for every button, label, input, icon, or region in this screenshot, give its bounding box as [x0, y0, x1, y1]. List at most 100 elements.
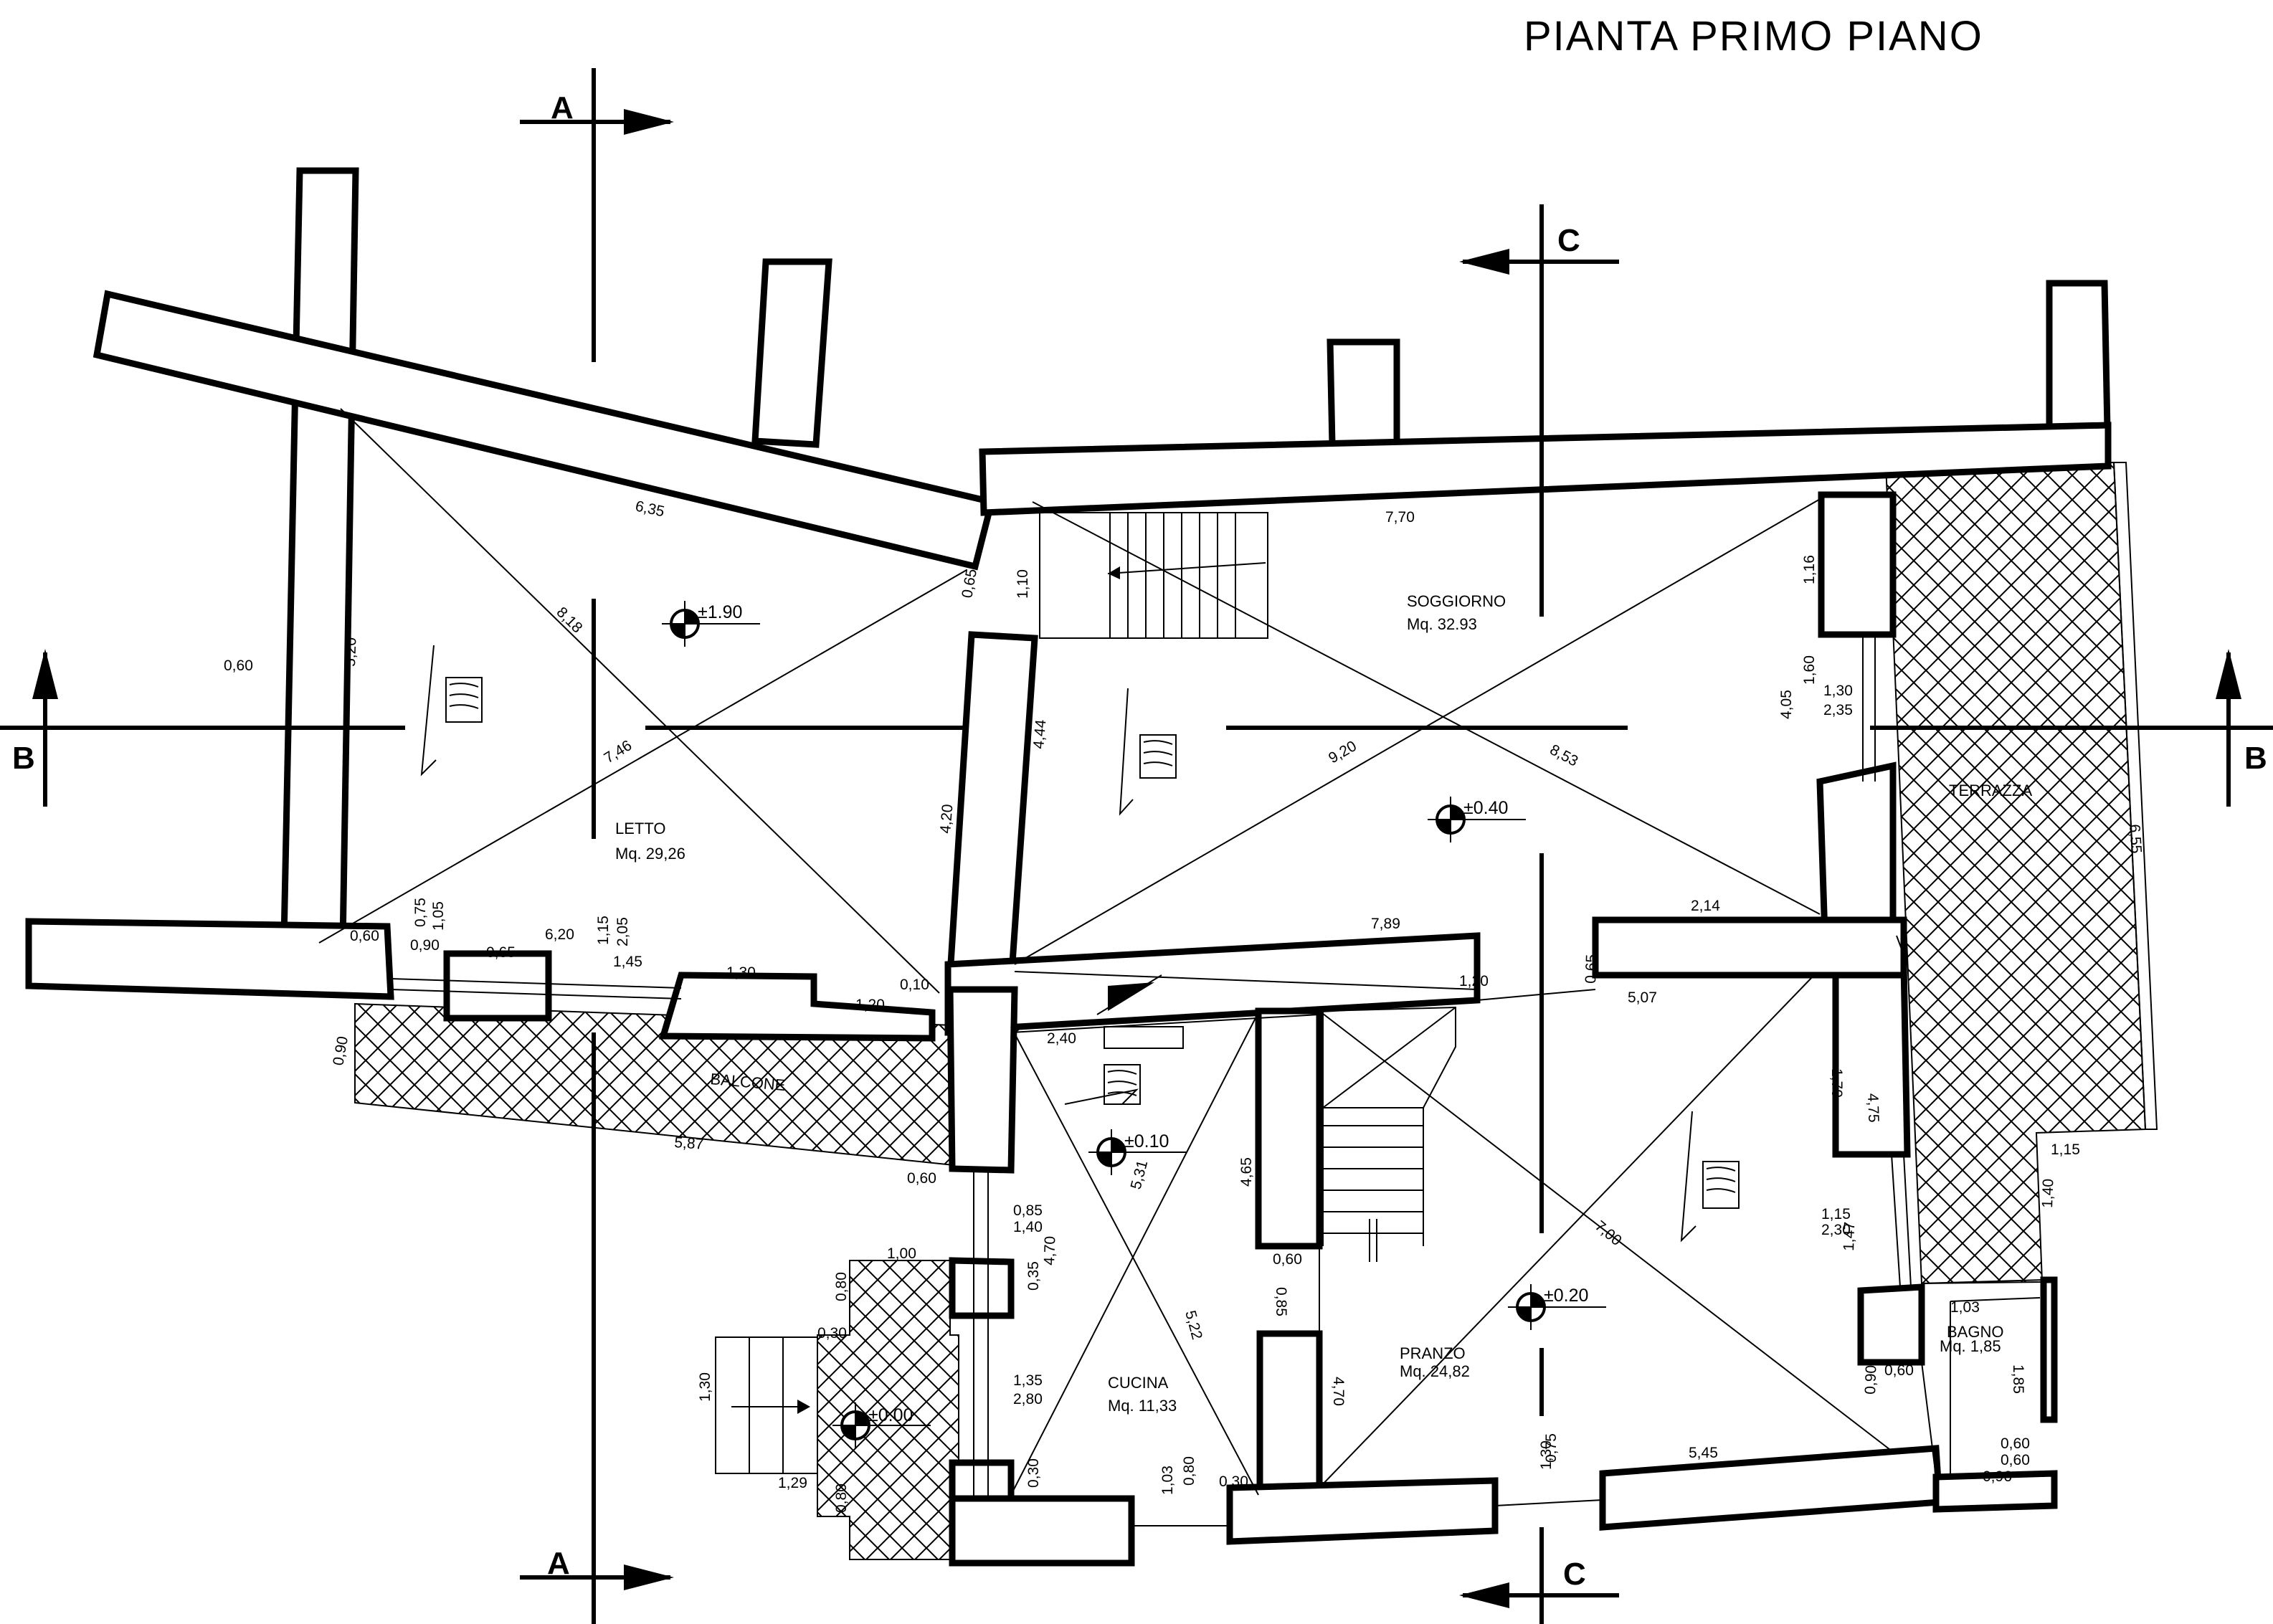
- dimension-label: 7,46: [601, 737, 635, 766]
- room-soggiorno-area: Mq. 32.93: [1407, 615, 1477, 633]
- dimension-label: 1,30: [1823, 683, 1853, 699]
- dimension-label: 2,80: [1013, 1391, 1043, 1407]
- dimension-labels: 6,35 8,18 5,20 0,60 7,46 0,65 1,10 7,70 …: [224, 498, 2145, 1513]
- stone-walls: [25, 167, 2112, 1567]
- dimension-label: 1,30: [726, 964, 756, 981]
- terrazza-paving: [1884, 461, 2147, 1285]
- dimension-label: 0,35: [1025, 1261, 1042, 1291]
- dimension-label: 0,96: [1983, 1468, 2012, 1485]
- dimension-label: 0,10: [900, 977, 929, 993]
- room-cucina-area: Mq. 11,33: [1108, 1397, 1177, 1415]
- dimension-label: 1,05: [430, 901, 447, 931]
- stair-pranzo: [1322, 1006, 1456, 1262]
- drawing-title: PIANTA PRIMO PIANO: [1524, 13, 1983, 60]
- dimension-label: 0,90: [330, 1035, 351, 1067]
- room-pranzo-name: PRANZO: [1400, 1344, 1466, 1362]
- dimension-label: 1,15: [1821, 1206, 1851, 1222]
- level-letto: ±1.90: [698, 602, 742, 622]
- dimension-label: 2,05: [614, 917, 631, 946]
- room-bagno-name: BAGNO: [1947, 1323, 2003, 1341]
- level-soggiorno: ±0.40: [1463, 798, 1508, 818]
- dimension-label: 0,80: [833, 1272, 850, 1301]
- thin-wall-lines: [390, 261, 2044, 1526]
- section-b-left-label: B: [12, 741, 35, 776]
- dimension-label: 4,20: [937, 804, 956, 835]
- dimension-label: 1,20: [855, 997, 885, 1013]
- level-markers: [662, 601, 1606, 1448]
- dimension-label: 5,87: [674, 1134, 704, 1153]
- dimension-label: 8,18: [553, 604, 585, 636]
- dimension-label: 1,03: [1159, 1466, 1176, 1495]
- room-pranzo-area: Mq. 24,82: [1400, 1362, 1470, 1380]
- dimension-label: 1,40: [1013, 1219, 1043, 1235]
- dimension-label: 0,75: [1543, 1433, 1560, 1463]
- stair-soggiorno: [1039, 512, 1268, 639]
- dimension-label: 8,53: [1547, 741, 1581, 769]
- dimension-label: 7,89: [1371, 916, 1400, 932]
- dimension-label: 1,70: [1828, 1068, 1845, 1098]
- dimension-label: 0,85: [1273, 1287, 1289, 1316]
- dimension-label: 0,60: [2001, 1435, 2030, 1452]
- dimension-label: 0,75: [412, 898, 429, 927]
- dimension-label: 1,03: [1950, 1299, 1980, 1316]
- section-a-bottom-label: A: [547, 1546, 570, 1581]
- dimension-label: 2,14: [1691, 898, 1720, 914]
- dimension-label: 2,35: [1823, 702, 1853, 718]
- dimension-label: 4,65: [1238, 1157, 1255, 1187]
- dimension-label: 1,15: [595, 916, 612, 945]
- dimension-label: 7,70: [1385, 509, 1415, 526]
- room-letto-area: Mq. 29,26: [615, 845, 685, 863]
- dimension-label: 4,70: [1041, 1236, 1058, 1266]
- dimension-label: 0,30: [1219, 1473, 1248, 1490]
- floor-symbols: [420, 645, 1740, 1243]
- dimension-label: 0,60: [1273, 1251, 1302, 1268]
- room-terrazza-name: TERRAZZA: [1949, 782, 2032, 799]
- dimension-label: 1,30: [697, 1372, 713, 1402]
- dimension-label: 6,55: [2126, 824, 2145, 854]
- dimension-label: 4,05: [1778, 690, 1795, 719]
- dimension-label: 5,20: [342, 637, 359, 668]
- level-cucina: ±0.10: [1124, 1131, 1169, 1151]
- dimension-label: 1,00: [887, 1245, 916, 1262]
- stair-ingresso: [715, 1336, 818, 1474]
- room-bagno-area: Mq. 1,85: [1940, 1337, 2001, 1355]
- dimension-label: 1,40: [2039, 1179, 2056, 1209]
- dimension-label: 6,20: [545, 926, 574, 943]
- dimension-label: 5,45: [1689, 1445, 1718, 1461]
- dimension-label: 1,29: [778, 1475, 807, 1491]
- room-cucina-name: CUCINA: [1108, 1374, 1169, 1392]
- dimension-label: 2,40: [1047, 1030, 1076, 1047]
- room-letto-name: LETTO: [615, 820, 666, 837]
- dimension-label: 6,35: [634, 498, 666, 520]
- dimension-label: 1,45: [613, 954, 642, 970]
- dimension-label: 0,90: [1862, 1365, 1879, 1395]
- dimension-label: 1,15: [2051, 1141, 2080, 1158]
- dimension-label: 0,90: [410, 937, 440, 954]
- dimension-label: 0,80: [833, 1483, 850, 1513]
- dimension-label: 1,85: [2010, 1364, 2026, 1394]
- dimension-label: 0,65: [1582, 954, 1600, 984]
- dimension-label: 0,65: [486, 944, 516, 961]
- dimension-label: 5,22: [1182, 1309, 1205, 1341]
- section-b-right-label: B: [2244, 741, 2267, 776]
- dimension-label: 4,70: [1330, 1377, 1347, 1406]
- section-c-bottom-label: C: [1563, 1557, 1586, 1592]
- dimension-label: 4,75: [1864, 1093, 1881, 1123]
- dimension-label: 1,16: [1801, 555, 1818, 584]
- dimension-label: 0,60: [224, 657, 253, 674]
- dimension-label: 4,44: [1030, 718, 1050, 749]
- dimension-label: 0,60: [1884, 1362, 1914, 1379]
- dimension-label: 0,60: [2001, 1452, 2030, 1468]
- dimension-label: 0,30: [817, 1325, 847, 1342]
- section-a-top-label: A: [551, 90, 574, 125]
- section-c-top-label: C: [1557, 223, 1580, 258]
- dimension-label: 1,35: [1013, 1372, 1043, 1389]
- dimension-label: 1,10: [1015, 569, 1031, 599]
- dimension-label: 0,60: [350, 928, 379, 944]
- level-pranzo: ±0.20: [1544, 1286, 1588, 1306]
- dimension-label: 5,07: [1628, 989, 1657, 1006]
- dimension-label: 1,20: [1459, 973, 1489, 989]
- section-lines: [0, 68, 2273, 1624]
- dimension-label: 1,47: [1841, 1222, 1858, 1252]
- level-ingresso: ±0.00: [868, 1405, 913, 1425]
